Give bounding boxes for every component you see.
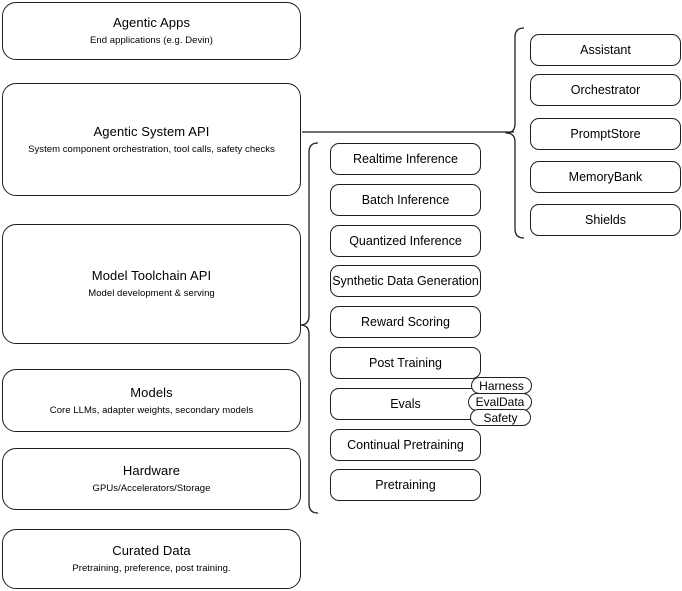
layer-curated-data[interactable]: Curated Data Pretraining, preference, po… xyxy=(2,529,301,589)
capability-quantized-inference[interactable]: Quantized Inference xyxy=(330,225,481,257)
layer-subtitle: Core LLMs, adapter weights, secondary mo… xyxy=(49,404,254,416)
capability-evals[interactable]: Evals xyxy=(330,388,481,420)
layer-subtitle: Model development & serving xyxy=(88,288,215,299)
layer-title: Agentic Apps xyxy=(112,15,191,30)
layer-title: Models xyxy=(130,384,173,400)
capability-synthetic-data-generation[interactable]: Synthetic Data Generation xyxy=(330,265,481,297)
component-orchestrator[interactable]: Orchestrator xyxy=(530,74,681,106)
layer-hardware[interactable]: Hardware GPUs/Accelerators/Storage xyxy=(2,448,301,510)
capability-pretraining[interactable]: Pretraining xyxy=(330,469,481,501)
layer-models[interactable]: Models Core LLMs, adapter weights, secon… xyxy=(2,369,301,432)
layer-title: Model Toolchain API xyxy=(91,268,212,283)
layer-title: Curated Data xyxy=(112,543,191,558)
capability-realtime-inference[interactable]: Realtime Inference xyxy=(330,143,481,175)
capability-batch-inference[interactable]: Batch Inference xyxy=(330,184,481,216)
layer-model-toolchain-api[interactable]: Model Toolchain API Model development & … xyxy=(2,224,301,344)
eval-pill-harness[interactable]: Harness xyxy=(471,377,532,394)
layer-agentic-apps[interactable]: Agentic Apps End applications (e.g. Devi… xyxy=(2,2,301,60)
component-assistant[interactable]: Assistant xyxy=(530,34,681,66)
layer-subtitle: GPUs/Accelerators/Storage xyxy=(92,483,211,494)
eval-pill-safety[interactable]: Safety xyxy=(470,409,531,426)
left-brace-toolchain-capabilities xyxy=(299,142,319,514)
capability-continual-pretraining[interactable]: Continual Pretraining xyxy=(330,429,481,461)
layer-title: Agentic System API xyxy=(93,123,210,139)
component-promptstore[interactable]: PromptStore xyxy=(530,118,681,150)
layer-subtitle: End applications (e.g. Devin) xyxy=(90,35,213,46)
component-shields[interactable]: Shields xyxy=(530,204,681,236)
component-memorybank[interactable]: MemoryBank xyxy=(530,161,681,193)
right-brace-system-components xyxy=(505,27,525,239)
layer-title: Hardware xyxy=(122,463,181,478)
layer-subtitle: Pretraining, preference, post training. xyxy=(72,563,231,574)
layer-agentic-system-api[interactable]: Agentic System API System component orch… xyxy=(2,83,301,196)
capability-post-training[interactable]: Post Training xyxy=(330,347,481,379)
layer-subtitle: System component orchestration, tool cal… xyxy=(28,143,275,155)
capability-reward-scoring[interactable]: Reward Scoring xyxy=(330,306,481,338)
